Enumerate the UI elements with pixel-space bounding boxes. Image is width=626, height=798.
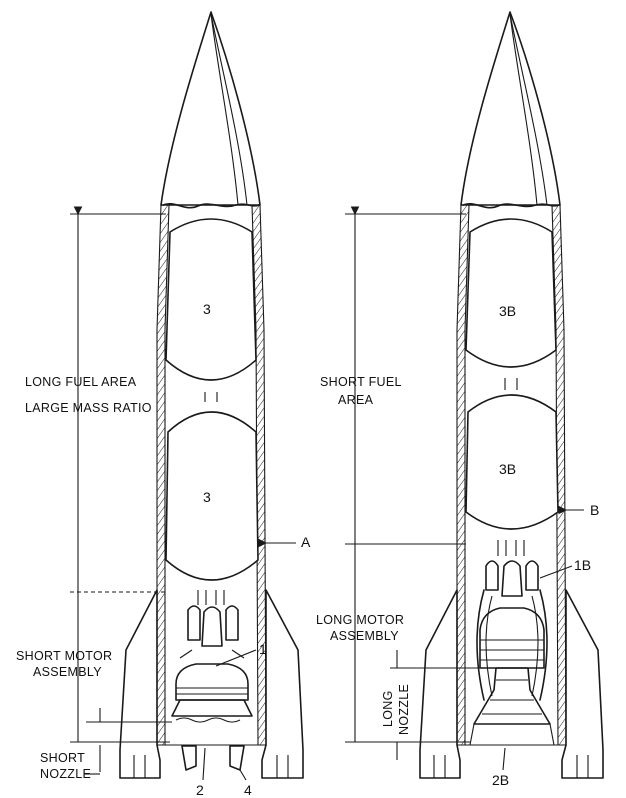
right-nozzle-label-2: NOZZLE — [397, 684, 411, 735]
left-short-nozzle — [171, 699, 253, 717]
right-callout-hull: B — [590, 502, 599, 518]
left-callout-nozzle: 2 — [196, 782, 204, 798]
left-fin-left — [119, 589, 161, 779]
left-fuel-area-label-2: LARGE MASS RATIO — [25, 401, 152, 415]
left-callout-hull: A — [301, 534, 311, 550]
left-callout-motor: 1 — [259, 641, 267, 657]
left-motor-label-1: SHORT MOTOR — [16, 649, 112, 663]
right-pump-assembly — [485, 560, 539, 597]
left-tank-lower — [165, 411, 259, 581]
right-fin-right — [561, 589, 604, 779]
left-nozzle-label-2: NOZZLE — [40, 767, 91, 781]
left-pump-assembly — [187, 605, 239, 647]
left-fuel-area-label-1: LONG FUEL AREA — [25, 375, 137, 389]
left-motor-label-2: ASSEMBLY — [33, 665, 102, 679]
right-dimension-lines — [345, 206, 480, 760]
right-nozzle-label-1: LONG — [381, 690, 395, 727]
left-tank-lower-label: 3 — [203, 489, 211, 505]
right-tank-lower — [465, 394, 559, 530]
left-combustion-chamber — [175, 663, 249, 701]
left-tank-upper-label: 3 — [203, 301, 211, 317]
right-combustion-chamber — [479, 607, 545, 669]
right-fuel-area-label-2: AREA — [338, 393, 374, 407]
right-fin-left — [419, 589, 461, 779]
right-rocket: 3B 3B — [419, 11, 604, 779]
left-callout-fin: 4 — [244, 782, 252, 798]
right-fuel-area-label-1: SHORT FUEL — [320, 375, 402, 389]
left-jet-vane-right — [229, 745, 245, 771]
right-tank-upper — [465, 218, 557, 368]
left-tank-upper — [165, 218, 257, 381]
right-motor-label-2: ASSEMBLY — [330, 629, 399, 643]
left-jet-vane-left — [181, 745, 197, 771]
right-callout-nozzle: 2B — [492, 772, 509, 788]
right-tank-lower-label: 3B — [499, 461, 516, 477]
right-tank-upper-label: 3B — [499, 303, 516, 319]
right-motor-label-1: LONG MOTOR — [316, 613, 404, 627]
left-dimension-lines — [70, 206, 172, 772]
right-callout-motor: 1B — [574, 557, 591, 573]
left-nozzle-label-1: SHORT — [40, 751, 85, 765]
right-long-nozzle — [473, 667, 551, 725]
left-nose-cone — [160, 11, 261, 206]
left-rocket: 3 3 — [119, 11, 304, 779]
right-nose-cone — [460, 11, 561, 206]
left-fin-right — [261, 589, 304, 779]
